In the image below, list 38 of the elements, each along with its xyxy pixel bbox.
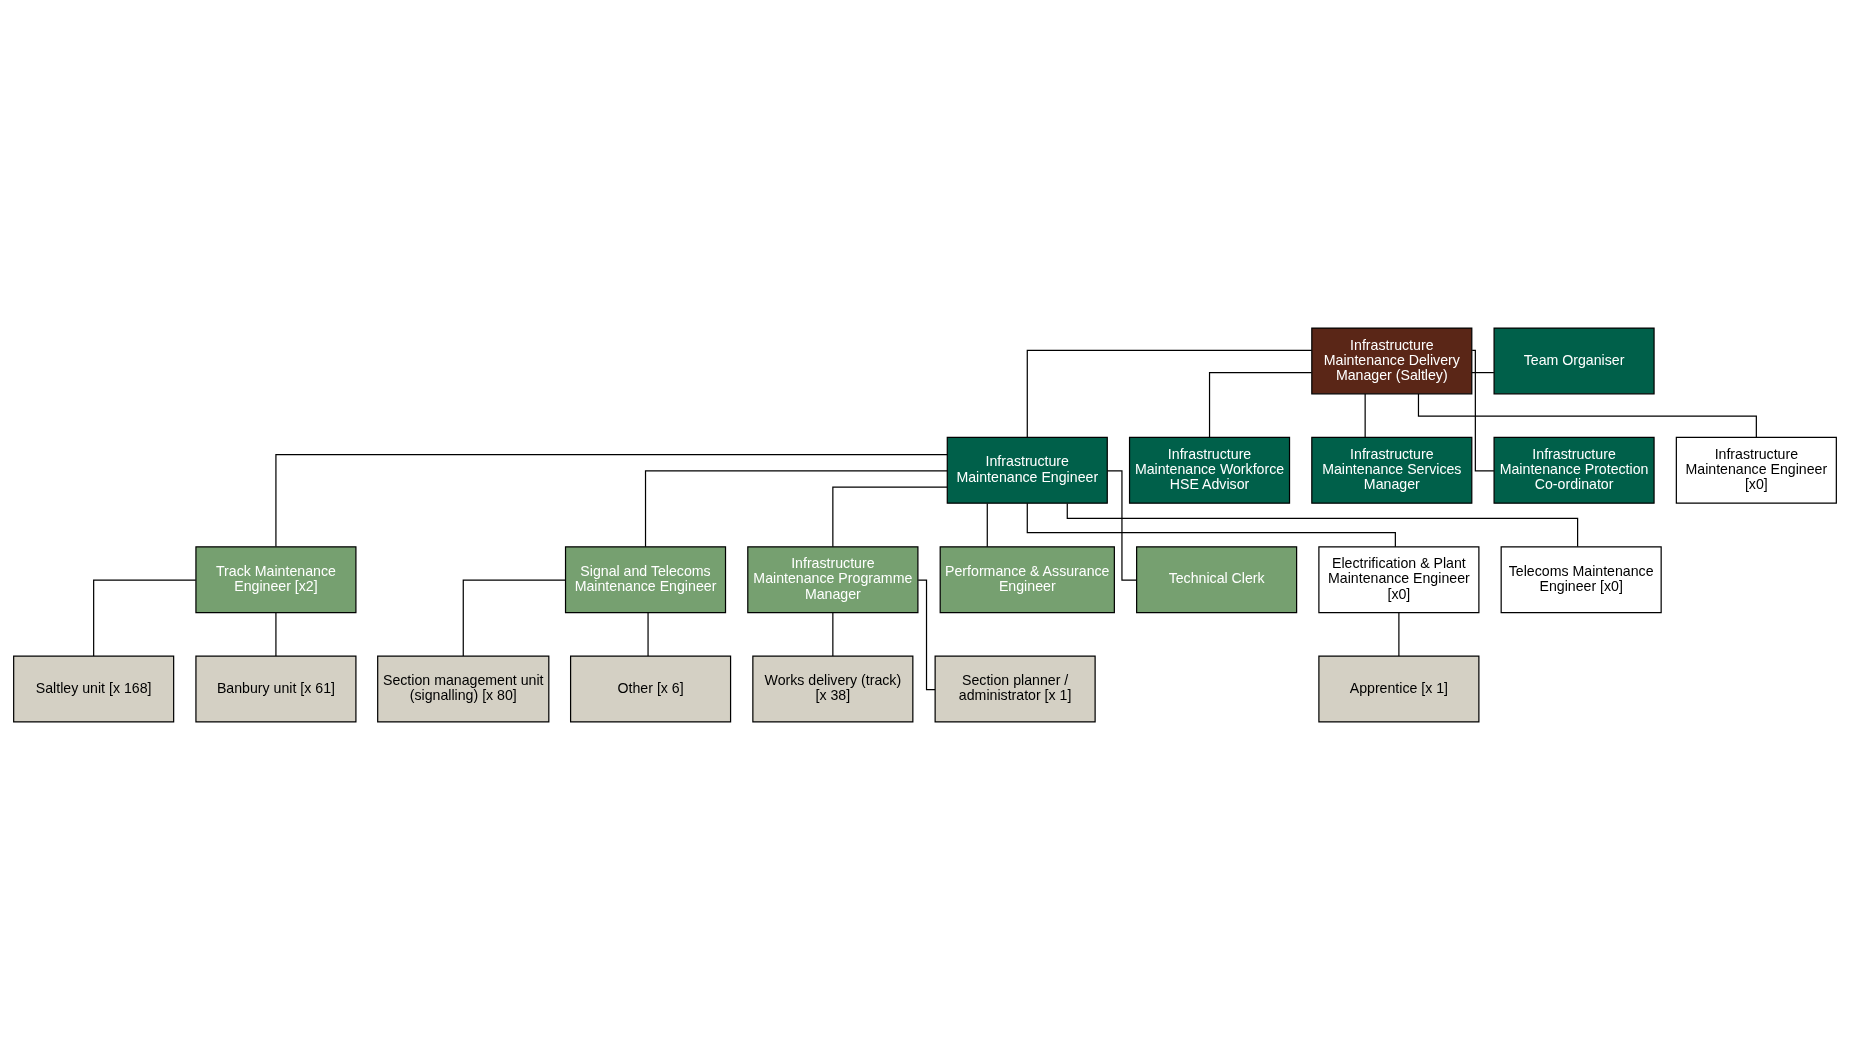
connector — [1066, 502, 1579, 548]
connector — [832, 612, 834, 657]
node-box: Apprentice [x 1] — [1318, 655, 1480, 723]
node-box: Infrastructure Maintenance Programme Manager — [747, 546, 919, 614]
connector — [1398, 612, 1400, 657]
connector — [647, 612, 649, 657]
node-box: Signal and Telecoms Maintenance Engineer — [564, 546, 727, 614]
node-box: Infrastructure Maintenance Delivery Manager (Saltley) — [1311, 327, 1473, 395]
connector — [1026, 502, 1396, 548]
node-box: Technical Clerk — [1136, 546, 1298, 614]
node-box: Works delivery (track) [x 38] — [752, 655, 914, 723]
connector — [1471, 372, 1495, 374]
node-box: Telecoms Maintenance Engineer [x0] — [1500, 546, 1662, 614]
node-box: Track Maintenance Engineer [x2] — [195, 546, 357, 614]
node-box: Team Organiser — [1493, 327, 1655, 395]
connector — [644, 470, 948, 548]
connector — [832, 486, 948, 548]
connector — [986, 502, 988, 548]
node-box: Infrastructure Maintenance Protection Co-ordinator — [1493, 436, 1655, 504]
connector — [1106, 470, 1137, 581]
node-box: Performance & Assurance Engineer — [939, 546, 1115, 614]
node-box: Infrastructure Maintenance Engineer — [946, 436, 1108, 504]
connector — [1208, 372, 1313, 438]
node-box: Infrastructure Maintenance Workforce HSE Advisor — [1128, 436, 1291, 504]
node-box: Section management unit (signalling) [x 80] — [377, 655, 550, 723]
connector — [1026, 349, 1313, 438]
node-box: Infrastructure Maintenance Services Manager — [1311, 436, 1473, 504]
node-box: Infrastructure Maintenance Engineer [x0] — [1675, 436, 1837, 504]
node-box: Electrification & Plant Maintenance Engineer [x0] — [1318, 546, 1480, 614]
connector — [93, 579, 197, 657]
connector — [1364, 393, 1366, 438]
node-box: Section planner / administrator [x 1] — [934, 655, 1096, 723]
connector — [462, 579, 566, 657]
node-box: Banbury unit [x 61] — [195, 655, 357, 723]
node-box: Other [x 6] — [570, 655, 732, 723]
node-box: Saltley unit [x 168] — [13, 655, 175, 723]
connector — [275, 454, 948, 548]
connector — [275, 612, 277, 657]
